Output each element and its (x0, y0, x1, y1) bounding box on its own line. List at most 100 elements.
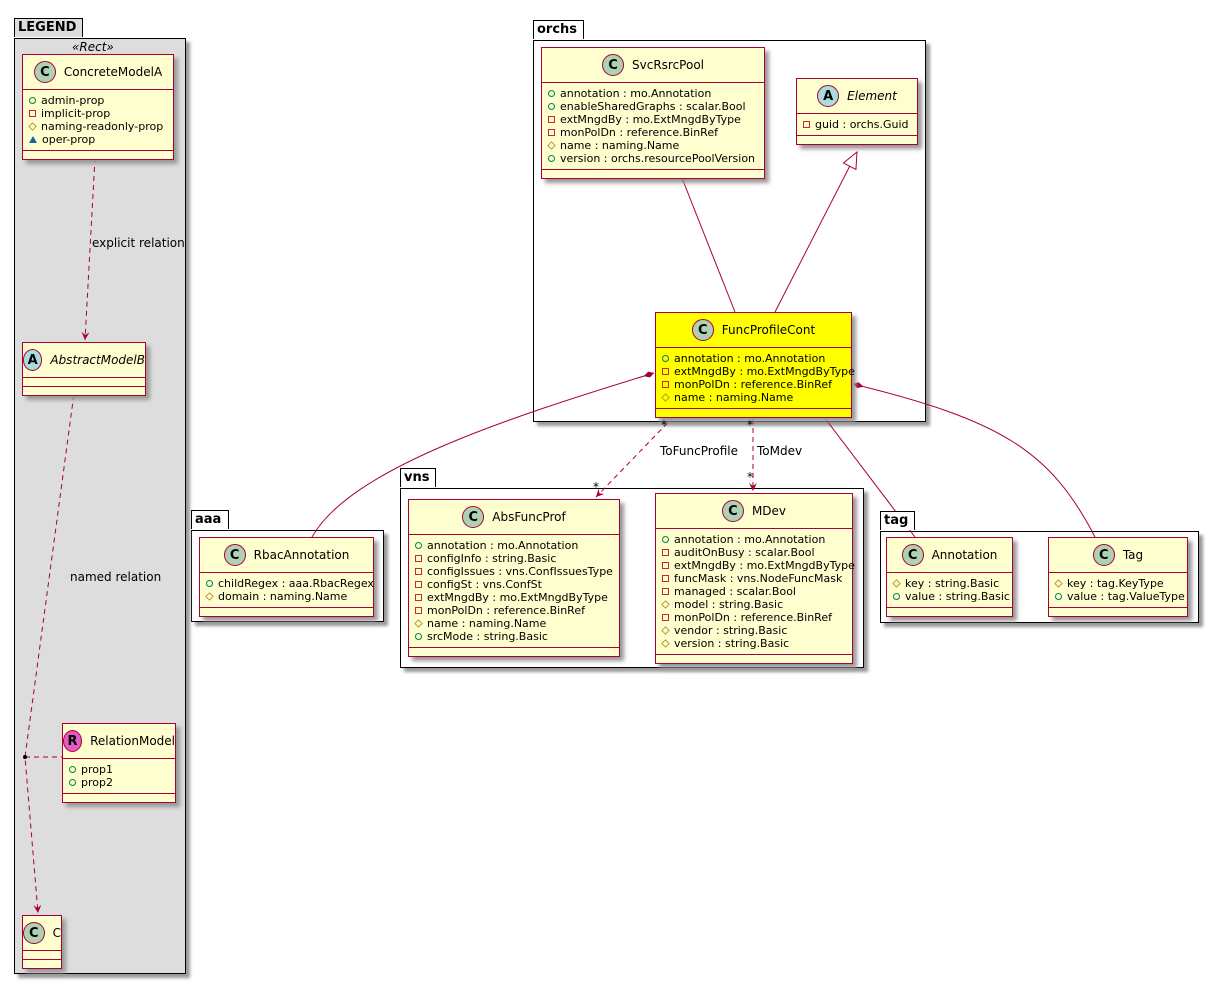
class-header: C SvcRsrcPool (542, 48, 764, 83)
class-icon: C (691, 319, 714, 341)
attribute-row: annotation : mo.Annotation (415, 539, 613, 552)
edge-label-mult_a1: * (661, 418, 667, 432)
attribute-row: extMngdBy : mo.ExtMngdByType (415, 591, 613, 604)
class-icon: C (602, 54, 624, 76)
private-visibility-icon (803, 121, 810, 128)
operations-compartment (63, 794, 175, 802)
private-visibility-icon (415, 555, 422, 562)
protected-visibility-icon (414, 619, 423, 628)
protected-visibility-icon (661, 626, 670, 635)
public-visibility-icon (548, 155, 555, 162)
package-visibility-icon (29, 136, 37, 143)
public-visibility-icon (69, 779, 76, 786)
attribute-text: monPolDn : reference.BinRef (674, 611, 832, 624)
attribute-row: prop1 (69, 763, 169, 776)
class-name: Annotation (931, 548, 998, 562)
class-name: MDev (751, 504, 787, 518)
package-legend (14, 38, 186, 974)
private-visibility-icon (415, 581, 422, 588)
class-icon: C (721, 500, 744, 522)
attribute-text: extMngdBy : mo.ExtMngdByType (674, 559, 855, 572)
private-visibility-icon (548, 129, 555, 136)
attribute-row: annotation : mo.Annotation (548, 87, 758, 100)
attribute-row: domain : naming.Name (205, 590, 367, 603)
attribute-row: key : tag.KeyType (1054, 577, 1181, 590)
class-name: Tag (1122, 548, 1144, 562)
private-visibility-icon (662, 562, 669, 569)
attribute-row: monPolDn : reference.BinRef (415, 604, 613, 617)
association-point (23, 755, 27, 759)
package-tab-aaa: aaa (191, 510, 229, 529)
public-visibility-icon (548, 103, 555, 110)
public-visibility-icon (662, 536, 669, 543)
class-header: C Annotation (887, 538, 1012, 573)
class-name: C (52, 926, 61, 940)
attribute-text: value : tag.ValueType (1067, 590, 1185, 603)
private-visibility-icon (548, 116, 555, 123)
protected-visibility-icon (661, 600, 670, 609)
class-icon: C (901, 544, 924, 566)
edge-label-named: named relation (70, 570, 162, 584)
class-icon: C (1092, 544, 1115, 566)
package-tab-orchs: orchs (533, 20, 585, 39)
protected-visibility-icon (1054, 579, 1063, 588)
attribute-row: value : tag.ValueType (1055, 590, 1185, 603)
attribute-row: configIssues : vns.ConfIssuesType (415, 565, 613, 578)
public-visibility-icon (415, 633, 422, 640)
class-name: SvcRsrcPool (632, 58, 704, 72)
class-header: C MDev (656, 494, 852, 529)
private-visibility-icon (662, 381, 669, 388)
attribute-text: managed : scalar.Bool (674, 585, 796, 598)
class-icon: C (33, 61, 56, 83)
class-name: AbstractModelB (50, 353, 145, 367)
operations-compartment (23, 960, 61, 968)
operations-compartment (542, 170, 764, 178)
edge-element-generalization (774, 150, 858, 313)
attribute-row: prop2 (69, 776, 169, 789)
edge-svcrsrcpool-composition (679, 172, 736, 313)
private-visibility-icon (662, 549, 669, 556)
public-visibility-icon (29, 97, 36, 104)
attribute-text: version : orchs.resourcePoolVersion (560, 152, 756, 165)
attribute-text: extMngdBy : mo.ExtMngdByType (427, 591, 608, 604)
attribute-text: vendor : string.Basic (674, 624, 788, 637)
attribute-text: childRegex : aaa.RbacRegex (218, 577, 374, 590)
attribute-text: monPolDn : reference.BinRef (674, 378, 832, 391)
private-visibility-icon (662, 588, 669, 595)
operations-compartment (797, 136, 917, 144)
class-icon: C (223, 544, 246, 566)
attribute-row: auditOnBusy : scalar.Bool (662, 546, 846, 559)
public-visibility-icon (69, 766, 76, 773)
attribute-text: implicit-prop (41, 107, 111, 120)
protected-visibility-icon (547, 141, 556, 150)
class-name: FuncProfileCont (721, 323, 816, 337)
class-header: C FuncProfileCont (656, 313, 851, 348)
attribute-row: name : naming.Name (661, 391, 845, 404)
attribute-text: prop2 (81, 776, 113, 789)
public-visibility-icon (206, 580, 213, 587)
package-tab-vns: vns (400, 468, 437, 487)
attribute-row: vendor : string.Basic (661, 624, 846, 637)
package-tab-legend: LEGEND (14, 18, 84, 37)
operations-compartment (409, 648, 619, 656)
edge-label-mult_b1: * (747, 418, 753, 432)
